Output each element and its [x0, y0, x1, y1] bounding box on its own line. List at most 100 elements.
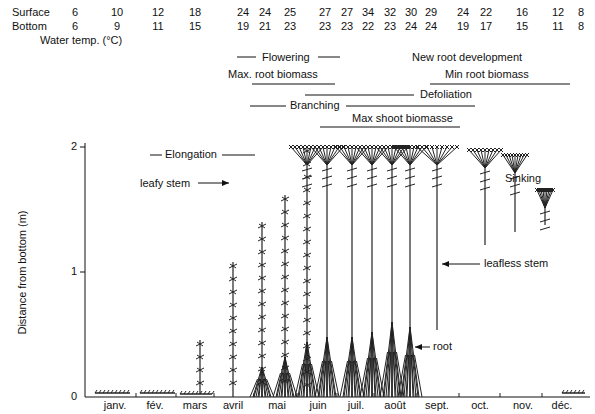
plant-stroke: [407, 327, 410, 397]
plant-stroke: [509, 155, 515, 173]
plant-stroke: [384, 147, 392, 165]
plant-stroke: [356, 147, 372, 165]
plant-stroke: [282, 236, 288, 240]
plant-stroke: [304, 214, 310, 218]
plant-stroke: [327, 147, 343, 165]
plant-stroke: [499, 148, 503, 152]
plant-stroke: [378, 145, 382, 149]
plant-stroke: [368, 147, 372, 165]
plant-stroke: [469, 150, 485, 168]
plant-stroke: [506, 155, 515, 173]
plant-stroke: [551, 188, 555, 192]
plant-stroke: [302, 184, 312, 187]
temperature-value: 15: [516, 20, 528, 33]
plant-stroke: [420, 145, 424, 149]
plant-stroke: [123, 390, 125, 393]
plant-stroke: [229, 329, 237, 333]
plant-stroke: [499, 148, 503, 152]
plant-stroke: [196, 368, 204, 372]
plant-stroke: [432, 168, 442, 171]
plant-stroke: [230, 329, 236, 333]
plant-stroke: [382, 145, 386, 149]
plant-stroke: [484, 168, 485, 245]
plant-stroke: [440, 145, 444, 149]
plant-stroke: [333, 145, 337, 149]
plant-stroke: [282, 197, 288, 201]
plant-stroke: [313, 145, 317, 149]
plant-stroke: [437, 147, 447, 165]
plant-stroke: [229, 381, 237, 385]
plant-stroke: [566, 390, 568, 393]
plant-stroke: [259, 224, 265, 228]
plant-stroke: [329, 145, 333, 149]
plant-stroke: [259, 302, 265, 306]
plant-stroke: [313, 145, 317, 149]
plant-stroke: [282, 210, 288, 214]
plant-stroke: [184, 391, 186, 394]
plant-stroke: [392, 352, 393, 397]
temperature-value: 24: [457, 6, 469, 19]
plant-stroke: [410, 355, 411, 397]
plant-stroke: [445, 145, 449, 149]
plant-stroke: [348, 361, 351, 397]
plant-stroke: [302, 168, 312, 171]
plant-stroke: [420, 145, 424, 149]
plant-stroke: [480, 179, 490, 182]
plant-stroke: [382, 145, 386, 149]
plant-stroke: [253, 367, 262, 397]
plant-stroke: [293, 145, 297, 149]
temperature-value: 25: [284, 6, 296, 19]
plant-stroke: [304, 240, 310, 244]
plant-stroke: [282, 314, 288, 318]
plant-stroke: [382, 145, 386, 149]
temperature-value: 34: [362, 6, 374, 19]
plant-stroke: [503, 155, 515, 173]
plant-stroke: [430, 145, 434, 149]
plant-stroke: [396, 145, 400, 149]
plant-stroke: [326, 165, 327, 397]
plant-stroke: [281, 373, 284, 397]
plant-stroke: [156, 390, 158, 393]
plant-stroke: [229, 368, 237, 372]
temperature-value: 24: [259, 6, 271, 19]
plant-stroke: [303, 227, 311, 231]
plant-stroke: [350, 145, 354, 149]
plant-stroke: [140, 392, 175, 394]
plant-stroke: [148, 390, 150, 393]
plant-stroke: [282, 288, 288, 292]
plant-stroke: [303, 318, 311, 322]
plant-stroke: [281, 301, 289, 305]
plant-stroke: [317, 145, 321, 149]
month-label: août: [384, 399, 405, 412]
plant-stroke: [230, 355, 236, 359]
plant-stroke: [416, 145, 420, 149]
plant-stroke: [362, 145, 366, 149]
month-label: janv.: [104, 399, 126, 412]
plant-stroke: [405, 168, 415, 171]
row-label: Surface: [12, 6, 50, 19]
phase-label: Defoliation: [420, 88, 472, 101]
plant-stroke: [282, 275, 288, 279]
plant-stroke: [258, 224, 266, 228]
plant-stroke: [259, 315, 265, 319]
plant-stroke: [304, 279, 310, 283]
plant-stroke: [471, 148, 475, 152]
plant-stroke: [436, 165, 437, 330]
plant-stroke: [363, 332, 372, 397]
plant-stroke: [301, 145, 305, 149]
plant-stroke: [351, 165, 352, 397]
plant-stroke: [180, 391, 182, 394]
plant-stroke: [289, 145, 293, 149]
plant-stroke: [259, 354, 265, 358]
plant-stroke: [440, 145, 444, 149]
plant-stroke: [281, 340, 289, 344]
plant-stroke: [354, 145, 358, 149]
plant-stroke: [229, 277, 237, 281]
plant-stroke: [322, 168, 332, 171]
plant-stroke: [342, 145, 346, 149]
month-label: avril: [223, 399, 243, 412]
temperature-value: 27: [319, 6, 331, 19]
plant-stroke: [366, 145, 370, 149]
plant-stroke: [479, 148, 483, 152]
plant-stroke: [480, 187, 490, 190]
